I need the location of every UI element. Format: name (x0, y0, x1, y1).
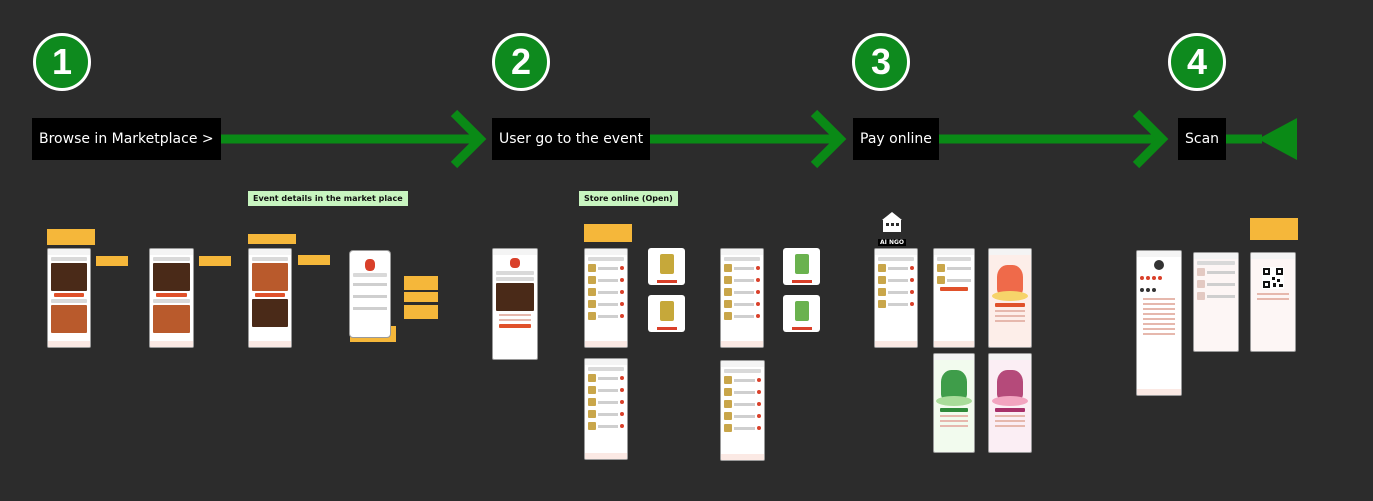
store-online-tag: Store online (Open) (579, 191, 678, 206)
phone-screen-payment-result (933, 353, 975, 453)
product-card (783, 248, 820, 285)
sticky-note (96, 256, 128, 266)
phone-screen-payment-success (988, 248, 1032, 348)
sticky-note (584, 224, 632, 242)
step-3-label: Pay online (853, 118, 939, 160)
product-card (648, 295, 685, 332)
phone-screen-store-list (584, 248, 628, 348)
sticky-note (404, 276, 438, 290)
sticky-note (248, 234, 296, 244)
arrow-2-head (810, 109, 847, 169)
phone-screen-event-popup (349, 250, 391, 338)
arrow-1-head (450, 109, 487, 169)
ai-ngo-logo: AI NGO (878, 210, 906, 246)
sticky-note (298, 255, 330, 265)
phone-screen-profile (1136, 250, 1182, 396)
sticky-note (404, 305, 438, 319)
phone-screen-store-list (584, 358, 628, 460)
step-2-badge: 2 (492, 33, 550, 91)
phone-screen-store-list (720, 248, 764, 348)
phone-screen-my-orders (1193, 252, 1239, 352)
phone-screen-qr-code (1250, 252, 1296, 352)
phone-screen-marketplace (149, 248, 194, 348)
step-1-label: Browse in Marketplace > (32, 118, 221, 160)
arrow-4-head (1258, 118, 1297, 160)
qr-code-icon (1262, 267, 1284, 289)
sticky-note (199, 256, 231, 266)
step-3-badge: 3 (852, 33, 910, 91)
step-4-badge: 4 (1168, 33, 1226, 91)
phone-screen-checkout (933, 248, 975, 348)
phone-screen-marketplace (47, 248, 91, 348)
sticky-note (404, 292, 438, 302)
logo-text: AI NGO (878, 239, 906, 246)
phone-screen-store-list (720, 360, 765, 461)
phone-screen-event-landing (492, 248, 538, 360)
product-card (783, 295, 820, 332)
step-2-label: User go to the event (492, 118, 651, 160)
arrow-3-head (1132, 109, 1169, 169)
phone-screen-payment-result (988, 353, 1032, 453)
phone-screen-event-details (248, 248, 292, 348)
event-details-tag: Event details in the market place (248, 191, 408, 206)
phone-screen-cart (874, 248, 918, 348)
sticky-note (47, 229, 95, 245)
sticky-note (1250, 218, 1298, 240)
step-4-label: Scan (1178, 118, 1227, 160)
step-1-badge: 1 (33, 33, 91, 91)
product-card (648, 248, 685, 285)
building-icon (882, 212, 902, 232)
